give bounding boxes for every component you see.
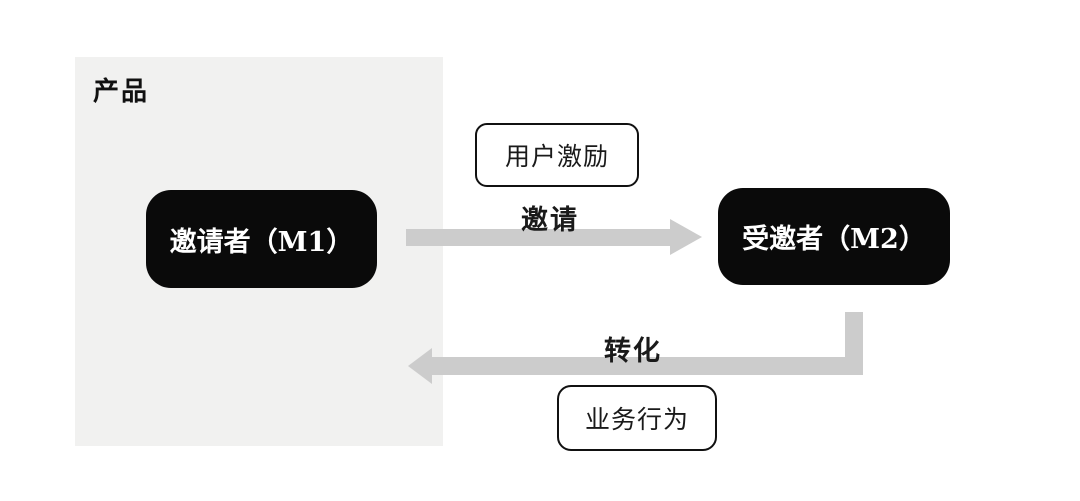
convert-arrowhead-icon xyxy=(408,348,432,384)
invitee-node: 受邀者（M2） xyxy=(718,188,950,285)
business-tag: 业务行为 xyxy=(557,385,717,451)
convert-flow-label: 转化 xyxy=(604,336,662,367)
invite-flow-label: 邀请 xyxy=(521,205,579,236)
incentive-tag: 用户激励 xyxy=(475,123,639,187)
inviter-node-label: 邀请者（M1） xyxy=(169,226,354,258)
product-region-label: 产品 xyxy=(93,77,150,107)
convert-arrow-body xyxy=(430,357,863,375)
business-tag-label: 业务行为 xyxy=(584,405,689,434)
invite-arrow-body xyxy=(406,229,672,246)
inviter-node: 邀请者（M1） xyxy=(146,190,377,288)
invite-arrowhead-icon xyxy=(670,219,702,255)
incentive-tag-label: 用户激励 xyxy=(504,142,609,171)
invitee-node-label: 受邀者（M2） xyxy=(742,224,926,255)
